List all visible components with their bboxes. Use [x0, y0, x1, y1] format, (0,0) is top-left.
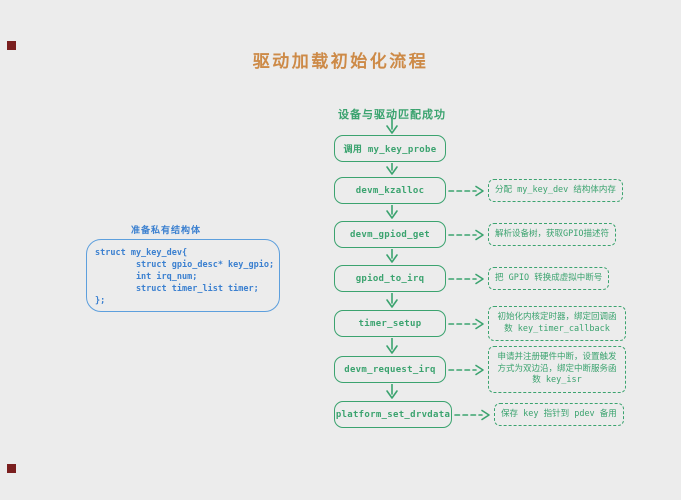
- dashed-right-arrow-icon: [448, 229, 484, 240]
- node-gpiod-to-irq: gpiod_to_irq: [334, 265, 446, 292]
- note-platform-set-drvdata: 保存 key 指针到 pdev 备用: [494, 402, 624, 427]
- node-platform-set-drvdata: platform_set_drvdata: [334, 401, 452, 428]
- flow-step-row: timer_setup 初始化内核定时器，绑定回调函数 key_timer_ca…: [334, 306, 626, 341]
- flow-step-row: gpiod_to_irq 把 GPIO 转换成虚拟中断号: [334, 265, 610, 292]
- bullet-marker-bottom: [7, 464, 16, 473]
- dashed-right-arrow-icon: [454, 409, 490, 420]
- dashed-right-arrow-icon: [448, 185, 484, 196]
- dashed-right-arrow-icon: [448, 364, 484, 375]
- code-line: int irq_num;: [95, 272, 198, 282]
- dashed-right-arrow-icon: [448, 318, 484, 329]
- node-devm-gpiod-get: devm_gpiod_get: [334, 221, 446, 248]
- down-arrow-icon: [386, 249, 398, 263]
- node-devm-request-irq: devm_request_irq: [334, 356, 446, 383]
- node-timer-setup: timer_setup: [334, 310, 446, 337]
- flow-step-row: devm_gpiod_get 解析设备树，获取GPIO描述符: [334, 221, 616, 248]
- down-arrow-icon: [386, 293, 398, 308]
- down-arrow-icon: [386, 384, 398, 399]
- node-call-my-key-probe: 调用 my_key_probe: [334, 135, 446, 162]
- down-arrow-icon: [386, 118, 398, 134]
- down-arrow-icon: [386, 338, 398, 354]
- note-devm-gpiod-get: 解析设备树，获取GPIO描述符: [488, 222, 616, 247]
- flow-step-row: 调用 my_key_probe: [334, 135, 446, 162]
- flow-start-label: 设备与驱动匹配成功: [338, 108, 446, 121]
- down-arrow-icon: [386, 163, 398, 175]
- down-arrow-icon: [386, 205, 398, 219]
- flow-step-row: platform_set_drvdata 保存 key 指针到 pdev 备用: [334, 401, 624, 428]
- code-line: struct timer_list timer;: [95, 284, 259, 294]
- note-gpiod-to-irq: 把 GPIO 转换成虚拟中断号: [488, 266, 610, 291]
- node-devm-kzalloc: devm_kzalloc: [334, 177, 446, 204]
- code-line: struct my_key_dev{: [95, 248, 188, 258]
- page-title: 驱动加载初始化流程: [252, 52, 429, 72]
- note-devm-request-irq: 申请并注册硬件中断，设置触发方式为双边沿，绑定中断服务函数 key_isr: [488, 346, 626, 393]
- note-timer-setup: 初始化内核定时器，绑定回调函数 key_timer_callback: [488, 306, 626, 341]
- flow-step-row: devm_request_irq 申请并注册硬件中断，设置触发方式为双边沿，绑定…: [334, 346, 626, 393]
- struct-code-panel: struct my_key_dev{ struct gpio_desc* key…: [86, 239, 280, 312]
- dashed-right-arrow-icon: [448, 273, 484, 284]
- bullet-marker-top: [7, 41, 16, 50]
- note-devm-kzalloc: 分配 my_key_dev 结构体内存: [488, 178, 623, 203]
- code-line: };: [95, 296, 106, 306]
- code-line: struct gpio_desc* key_gpio;: [95, 260, 275, 270]
- struct-panel-label: 准备私有结构体: [130, 226, 201, 236]
- flow-step-row: devm_kzalloc 分配 my_key_dev 结构体内存: [334, 177, 623, 204]
